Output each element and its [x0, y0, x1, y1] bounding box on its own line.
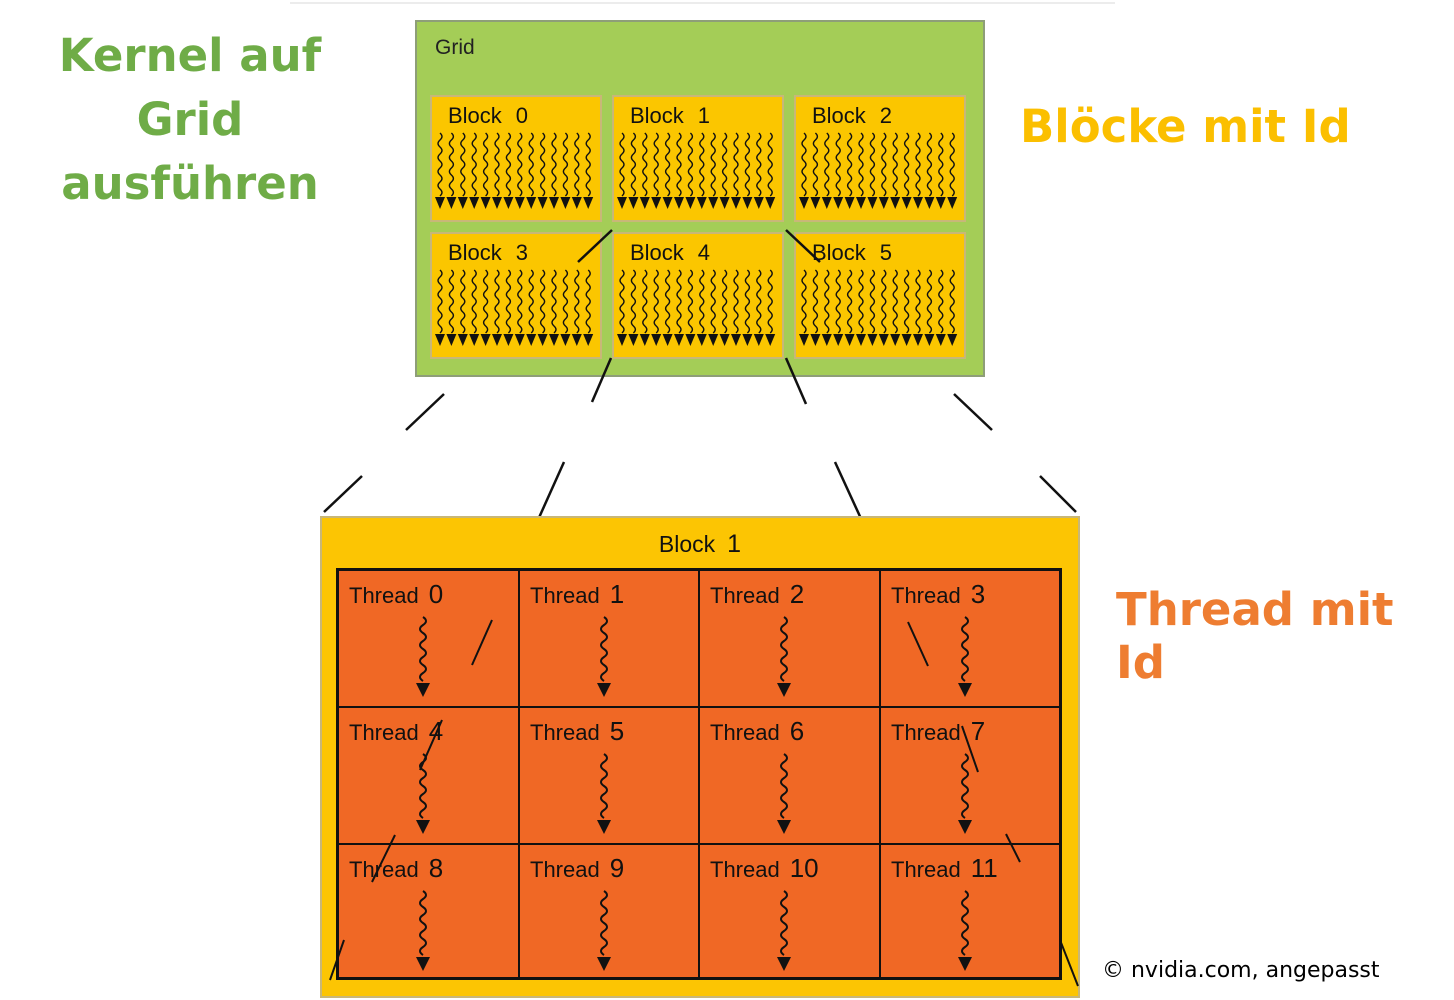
- thread-id: 11: [970, 853, 998, 883]
- kernel-title: Kernel auf Grid ausführen: [10, 24, 370, 216]
- thread-id: 7: [970, 716, 986, 746]
- grid-block-id: 2: [879, 103, 893, 128]
- kernel-title-line2: ausführen: [61, 157, 319, 210]
- kernel-title-line1: Kernel auf Grid: [58, 29, 322, 146]
- thread-warp-icon: [597, 890, 611, 971]
- thread-id: 8: [428, 853, 444, 883]
- thread-id: 1: [609, 579, 625, 609]
- thread-warps-icon: [435, 132, 594, 209]
- thread-warps-icon: [617, 132, 776, 209]
- grid-block-id: 3: [515, 240, 529, 265]
- thread-warp-icon: [597, 616, 611, 697]
- thread-warp-icon: [416, 890, 430, 971]
- grid-block-id: 1: [697, 103, 711, 128]
- grid-label: Grid: [435, 36, 475, 59]
- thread-warp-icon: [416, 753, 430, 834]
- thread-id: 2: [789, 579, 805, 609]
- thread-warp-icon: [958, 753, 972, 834]
- thread-warps-icon: [617, 269, 776, 346]
- thread-warp-icon: [958, 890, 972, 971]
- thread-warp-icon: [777, 890, 791, 971]
- credit-note: © nvidia.com, angepasst: [1102, 958, 1380, 983]
- thread-id: 3: [970, 579, 986, 609]
- thread-id: 4: [428, 716, 444, 746]
- thread-warps-icon: [799, 132, 958, 209]
- zoom-line-right-lower: [1039, 475, 1077, 513]
- zoom-line-left-lower: [323, 475, 363, 513]
- thread-id: 0: [428, 579, 444, 609]
- block-detail-id: 1: [727, 530, 742, 558]
- thread-warp-icon: [777, 616, 791, 697]
- threads-title: Thread mit Id: [1116, 583, 1394, 689]
- thread-id: 9: [609, 853, 625, 883]
- zoom-line-right-upper: [953, 393, 993, 431]
- thread-warp-icon: [958, 616, 972, 697]
- thread-warps-icon: [799, 269, 958, 346]
- thread-warp-icon: [777, 753, 791, 834]
- thread-warp-icon: [597, 753, 611, 834]
- grid-block-id: 4: [697, 240, 711, 265]
- thread-id: 5: [609, 716, 625, 746]
- thread-id: 6: [789, 716, 805, 746]
- zoom-line-left-upper: [405, 393, 445, 431]
- thread-id: 10: [789, 853, 819, 883]
- thread-warps-icon: [435, 269, 594, 346]
- top-divider: [290, 2, 1115, 4]
- grid-block-id: 0: [515, 103, 529, 128]
- blocks-title: Blöcke mit Id: [1020, 100, 1351, 153]
- grid-block-id: 5: [879, 240, 893, 265]
- thread-warp-icon: [416, 616, 430, 697]
